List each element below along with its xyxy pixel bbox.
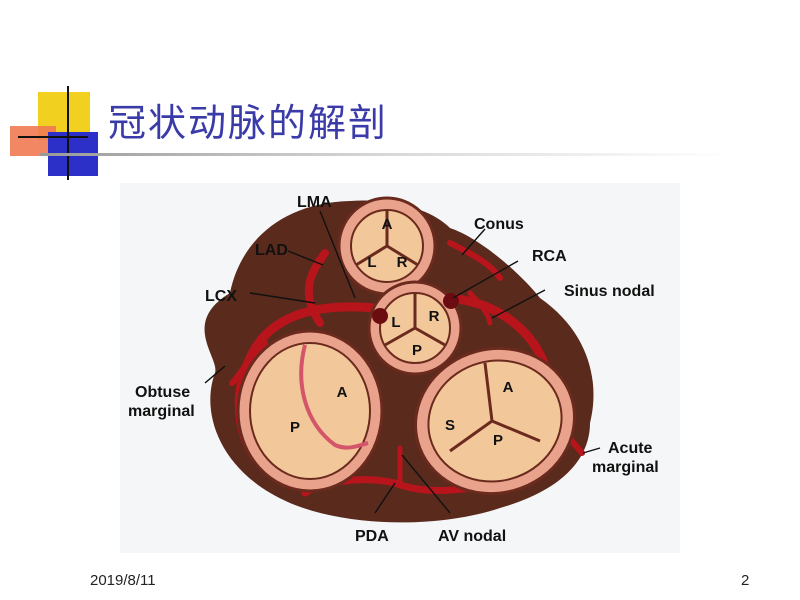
obtuse-marginal-branch [229, 340, 268, 386]
label-rca: RCA [532, 248, 567, 265]
label-lcx: LCX [205, 288, 237, 305]
label-sinus-nodal: Sinus nodal [564, 283, 655, 300]
slide-title: 冠状动脉的解剖 [108, 101, 389, 145]
aortic-valve: L R P [367, 280, 463, 376]
label-conus: Conus [474, 216, 524, 233]
page-number: 2 [741, 572, 750, 589]
mitral-valve-p-label: P [290, 419, 300, 436]
coronary-anatomy-diagram: A L R L R P A P A S P [120, 183, 680, 553]
tricuspid-valve-s-label: S [445, 417, 455, 434]
pulmonary-valve: A L R [337, 196, 437, 296]
label-obtuse-line2: marginal [128, 403, 195, 420]
label-obtuse-line1: Obtuse [135, 384, 190, 401]
tricuspid-valve: A S P [414, 346, 576, 496]
mitral-valve-a-label: A [337, 384, 348, 401]
label-lma: LMA [297, 194, 332, 211]
mitral-valve: A P [236, 329, 384, 493]
label-pda: PDA [355, 528, 389, 545]
sinus-nodal-branch [467, 290, 493, 326]
pulmonary-valve-r-label: R [397, 254, 408, 271]
tricuspid-valve-a-label: A [503, 379, 514, 396]
aortic-valve-p-label: P [412, 342, 422, 359]
label-lad: LAD [255, 242, 288, 259]
label-acute-line2: marginal [592, 459, 659, 476]
conus-branch [447, 240, 503, 281]
label-av-nodal: AV nodal [438, 528, 506, 545]
footer-date: 2019/8/11 [90, 572, 156, 589]
tricuspid-valve-p-label: P [493, 432, 503, 449]
pulmonary-valve-l-label: L [367, 254, 376, 271]
deco-vertical-line [67, 86, 69, 180]
pulmonary-valve-a-label: A [382, 216, 393, 233]
deco-horizontal-line [18, 136, 88, 138]
aortic-valve-l-label: L [391, 314, 400, 331]
left-coronary-ostium [372, 308, 388, 324]
leader-lines [204, 210, 601, 514]
label-acute-line1: Acute [608, 440, 653, 457]
aortic-valve-r-label: R [429, 308, 440, 325]
title-underline [40, 153, 730, 156]
